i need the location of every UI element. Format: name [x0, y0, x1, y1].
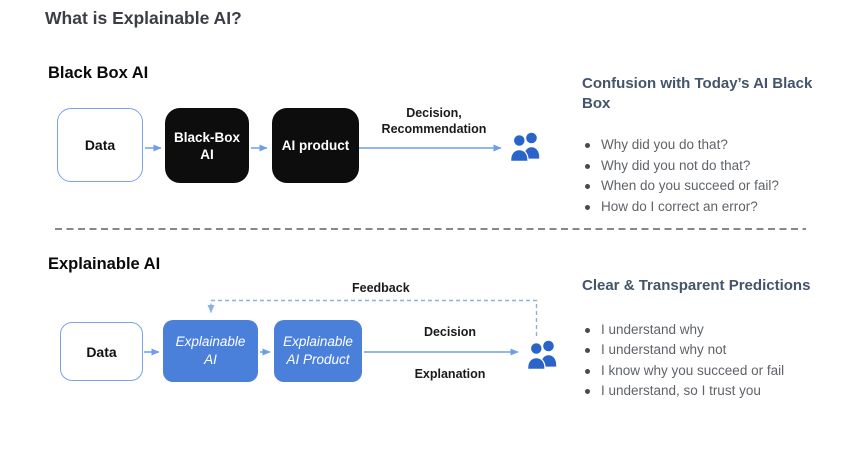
node-data-explainable: Data [60, 322, 143, 381]
clear-predictions-bullet-list: I understand why I understand why not I … [582, 320, 822, 402]
panel-confusion: Confusion with Today’s AI Black Box Why … [582, 74, 822, 217]
panel-clear-predictions: Clear & Transparent Predictions I unders… [582, 276, 822, 402]
panel-heading-clear-predictions: Clear & Transparent Predictions [582, 277, 811, 294]
list-item: I understand, so I trust you [582, 381, 822, 402]
node-explainable-ai-product: Explainable AI Product [274, 320, 362, 382]
confusion-bullet-list: Why did you do that? Why did you not do … [582, 135, 822, 217]
section-heading-explainable-ai: Explainable AI [48, 255, 161, 273]
list-item: I understand why [582, 320, 822, 341]
node-black-box-ai: Black-Box AI [165, 108, 249, 183]
users-icon [526, 340, 557, 371]
node-data-black-box: Data [57, 108, 143, 182]
page-title: What is Explainable AI? [45, 8, 242, 28]
list-item: When do you succeed or fail? [582, 176, 822, 197]
label-explanation: Explanation [414, 367, 486, 381]
panel-heading-confusion: Confusion with Today’s AI Black Box [582, 75, 813, 112]
label-decision-recommendation: Decision, Recommendation [381, 106, 487, 136]
list-item: I understand why not [582, 340, 822, 361]
list-item: Why did you do that? [582, 135, 822, 156]
label-feedback: Feedback [352, 281, 410, 295]
node-ai-product: AI product [272, 108, 359, 183]
users-icon [509, 132, 540, 163]
list-item: Why did you not do that? [582, 156, 822, 177]
section-heading-black-box-ai: Black Box AI [48, 64, 149, 82]
label-decision: Decision [423, 325, 477, 339]
node-explainable-ai: Explainable AI [163, 320, 258, 382]
list-item: I know why you succeed or fail [582, 361, 822, 382]
list-item: How do I correct an error? [582, 197, 822, 218]
